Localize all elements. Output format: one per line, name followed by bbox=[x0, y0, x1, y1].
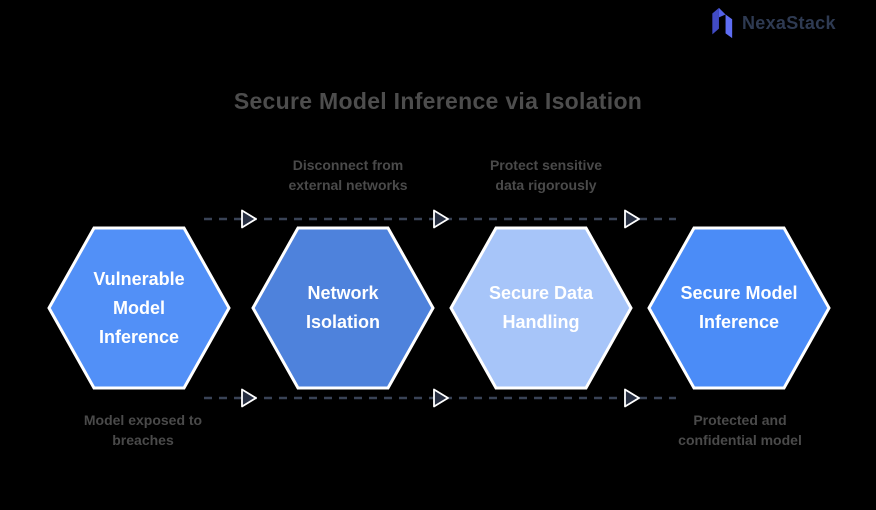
arrowhead-right-icon bbox=[433, 388, 449, 408]
arrowhead-right-icon bbox=[624, 388, 640, 408]
hex-label: Network Isolation bbox=[305, 283, 380, 332]
annotation-model-exposed: Model exposed to breaches bbox=[83, 412, 203, 448]
hex-label: Secure Model Inference bbox=[680, 283, 798, 332]
hexagon-shape-icon bbox=[647, 226, 831, 390]
hex-label: Vulnerable Model Inference bbox=[93, 268, 185, 347]
brand-name: NexaStack bbox=[742, 12, 836, 33]
arrowhead-right-icon bbox=[241, 209, 257, 229]
annotation-protected-model: Protected and confidential model bbox=[678, 412, 802, 448]
brand-logo: NexaStack bbox=[701, 4, 836, 42]
hexagon-shape-icon bbox=[449, 226, 633, 390]
hex-secure-model-inference: Secure Model Inference bbox=[646, 225, 832, 391]
hexagon-shape-icon bbox=[47, 226, 231, 390]
annotation-disconnect-networks: Disconnect from external networks bbox=[288, 157, 408, 193]
hex-label: Secure Data Handling bbox=[488, 283, 594, 332]
hexagon-shape-icon bbox=[251, 226, 435, 390]
nexastack-logo-icon bbox=[712, 7, 733, 39]
arrowhead-right-icon bbox=[624, 209, 640, 229]
diagram-title: Secure Model Inference via Isolation bbox=[233, 88, 643, 114]
hex-network-isolation: Network Isolation bbox=[250, 225, 436, 391]
hex-vulnerable-model-inference: Vulnerable Model Inference bbox=[46, 225, 232, 391]
annotation-protect-data: Protect sensitive data rigorously bbox=[489, 157, 603, 193]
arrowhead-right-icon bbox=[241, 388, 257, 408]
arrowhead-right-icon bbox=[433, 209, 449, 229]
hex-secure-data-handling: Secure Data Handling bbox=[448, 225, 634, 391]
